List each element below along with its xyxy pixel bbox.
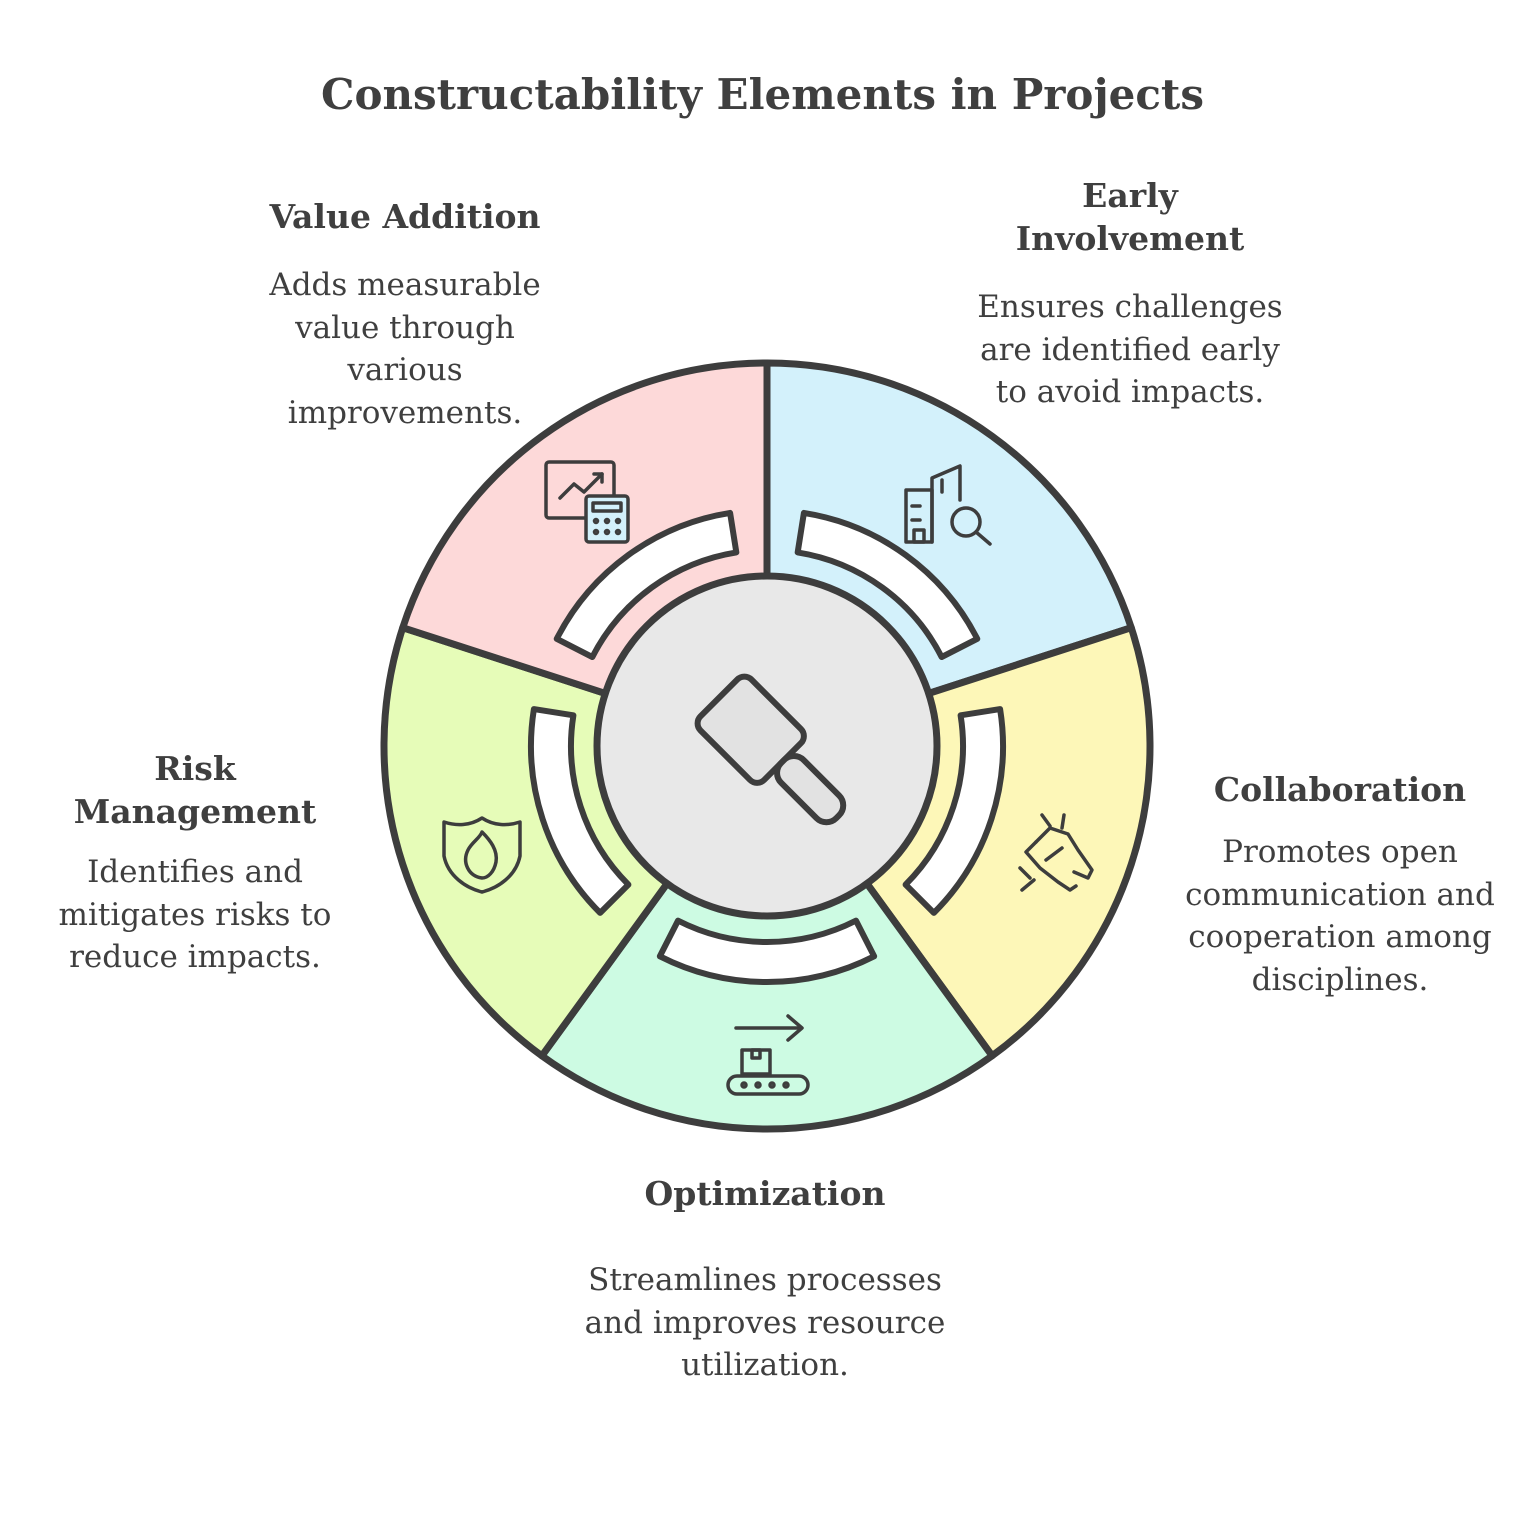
buildings-search-icon [904, 464, 992, 546]
inner-ring-piece-collaboration [656, 917, 878, 985]
segment-heading: Optimization [644, 1174, 886, 1213]
conveyor-box-icon [726, 1014, 810, 1096]
segment-heading: Value Addition [269, 197, 541, 236]
inner-ring-piece-risk-management [553, 509, 740, 661]
segment-description: Ensures challenges are identified early … [977, 289, 1283, 410]
segment-label-optimization: Optimization Streamlines processes and i… [580, 1172, 950, 1387]
segment-label-early-involvement: Early Involvement Ensures challenges are… [975, 174, 1285, 414]
handshake-icon [1018, 813, 1094, 892]
chart-calculator-icon [544, 460, 630, 544]
segment-label-collaboration: Collaboration Promotes open communicatio… [1185, 768, 1495, 1001]
shield-fire-icon [442, 816, 522, 894]
segment-description: Identifies and mitigates risks to reduce… [58, 854, 332, 975]
segment-heading: Early Involvement [1015, 176, 1245, 258]
segment-description: Adds measurable value through various im… [269, 267, 541, 431]
inner-ring-piece-early-involvement [902, 706, 1006, 916]
inner-ring-piece-optimization [528, 706, 632, 916]
inner-ring-piece-value-addition [794, 509, 981, 661]
hammer-icon [694, 673, 847, 826]
segment-label-value-addition: Value Addition Adds measurable value thr… [240, 195, 570, 434]
segment-heading: Collaboration [1213, 770, 1467, 809]
segment-description: Streamlines processes and improves resou… [584, 1262, 946, 1383]
diagram-title: Constructability Elements in Projects [321, 70, 1204, 119]
segment-heading: Risk Management [73, 749, 317, 831]
segment-description: Promotes open communication and cooperat… [1185, 834, 1495, 998]
segment-label-risk-management: Risk Management Identifies and mitigates… [40, 747, 350, 979]
segment-collaboration [538, 742, 996, 1133]
